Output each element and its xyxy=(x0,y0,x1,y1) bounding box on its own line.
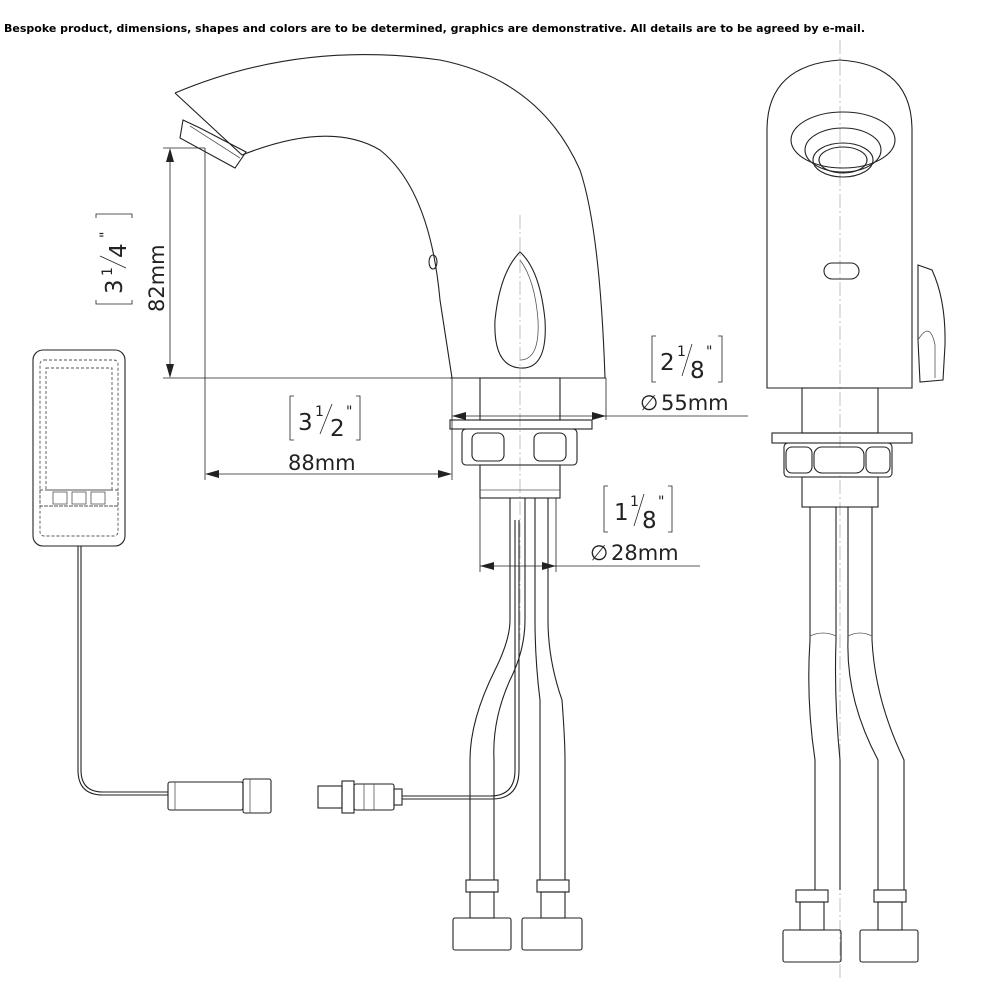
control-box xyxy=(32,349,126,547)
reach-metric-label: 88mm xyxy=(288,451,356,475)
height-imperial-whole: 3 xyxy=(102,279,128,294)
faucet-side-view xyxy=(174,54,606,951)
shank-diameter-imperial-unit: " xyxy=(658,494,664,510)
shank-diameter-imperial-whole: 1 xyxy=(614,500,629,526)
base-diameter-metric-label: 55mm xyxy=(661,391,729,415)
reach-imperial-num: 1 xyxy=(315,404,324,420)
base-diameter-imperial-num: 1 xyxy=(677,344,686,360)
control-box-cable xyxy=(77,546,168,796)
faucet-front-view xyxy=(766,40,946,980)
height-metric-label: 82mm xyxy=(145,244,169,312)
reach-imperial-whole: 3 xyxy=(298,410,313,436)
shank-diameter-imperial-num: 1 xyxy=(630,494,639,510)
dimension-height: 82mm 3 1 4 " xyxy=(95,147,450,480)
base-diameter-imperial-whole: 2 xyxy=(660,350,675,376)
height-imperial-num: 1 xyxy=(100,267,116,276)
reach-imperial-unit: " xyxy=(346,404,352,420)
dimension-shank-diameter: ∅ 28mm 1 1 8 " xyxy=(479,485,700,572)
dimension-base-diameter: ∅ 55mm 2 1 8 " xyxy=(452,335,748,420)
shank-diameter-symbol: ∅ xyxy=(590,541,608,565)
cable-plug xyxy=(167,778,272,814)
shank-diameter-metric-label: 28mm xyxy=(611,541,679,565)
cable-socket xyxy=(317,780,403,814)
base-diameter-imperial-unit: " xyxy=(706,344,712,360)
base-diameter-imperial-den: 8 xyxy=(690,358,705,384)
reach-imperial-den: 2 xyxy=(330,416,345,442)
faucet-cable xyxy=(402,520,516,797)
shank-diameter-imperial-den: 8 xyxy=(642,508,657,534)
base-diameter-symbol: ∅ xyxy=(640,391,658,415)
dimension-reach: 88mm 3 1 2 " xyxy=(205,378,453,480)
height-imperial-unit: " xyxy=(98,232,114,238)
height-imperial-den: 4 xyxy=(106,243,132,258)
disclaimer-text: Bespoke product, dimensions, shapes and … xyxy=(4,22,866,35)
